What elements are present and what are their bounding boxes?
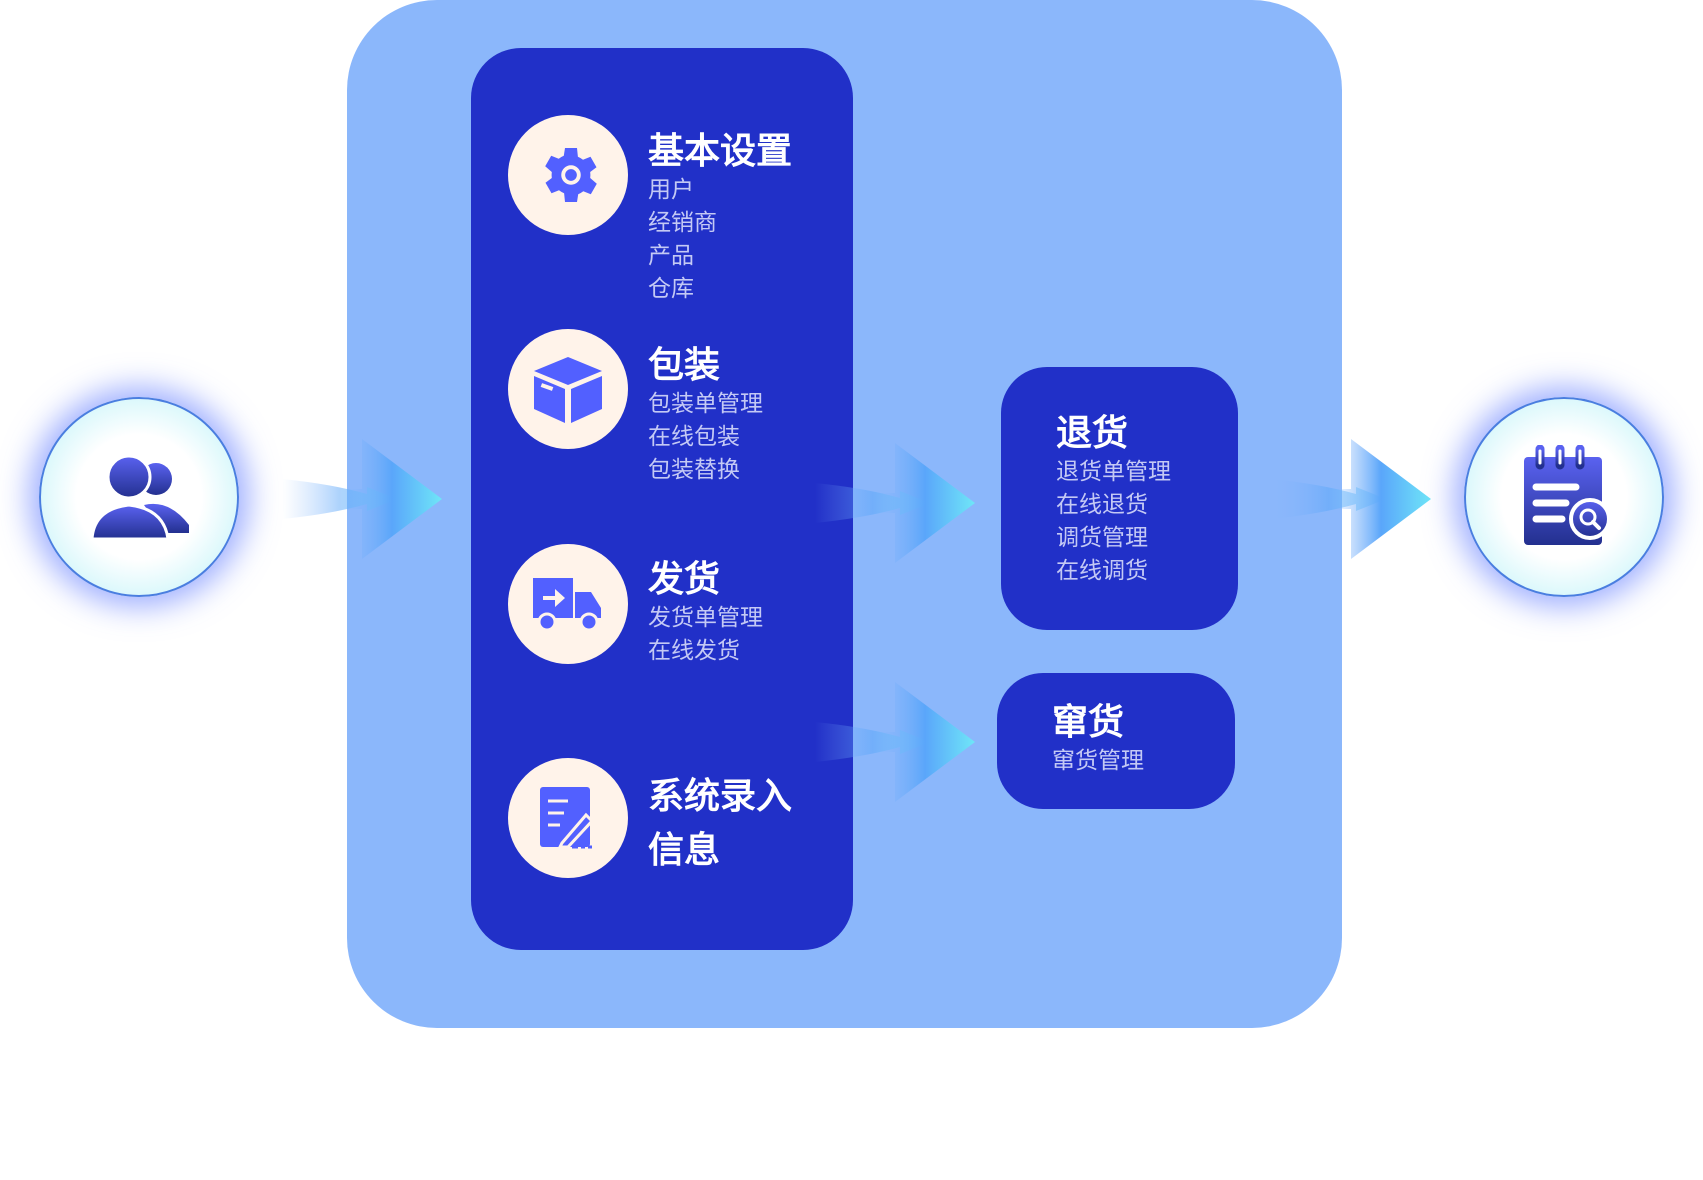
box-icon — [534, 357, 602, 423]
flow-arrow-2 — [815, 443, 975, 563]
module-packaging: 包装 包装单管理 在线包装 包装替换 — [648, 344, 763, 487]
module-item: 经销商 — [648, 210, 717, 236]
returns-box: 退货 退货单管理 在线退货 调货管理 在线调货 — [1001, 367, 1238, 630]
returns-item: 退货单管理 — [1056, 459, 1171, 485]
flow-arrow-4 — [1271, 439, 1431, 559]
returns-title: 退货 — [1056, 413, 1129, 454]
returns-item: 在线退货 — [1056, 492, 1148, 518]
start-node — [39, 397, 239, 597]
module-title: 信息 — [648, 830, 721, 871]
module-title: 发货 — [648, 559, 721, 600]
diversion-title: 窜货 — [1052, 702, 1125, 743]
users-icon — [90, 454, 189, 541]
edit-document-icon — [540, 787, 595, 849]
module-item: 用户 — [648, 177, 694, 203]
truck-icon — [533, 578, 601, 632]
module-title: 包装 — [648, 345, 721, 386]
module-item: 在线发货 — [648, 638, 740, 664]
report-search-icon — [1524, 445, 1611, 545]
module-item: 仓库 — [648, 276, 694, 302]
module-icon-circle — [508, 758, 628, 878]
module-title: 系统录入 — [648, 776, 793, 817]
module-icon-circle — [508, 115, 628, 235]
flow-arrow-3 — [815, 682, 975, 802]
module-icon-circle — [508, 329, 628, 449]
module-item: 发货单管理 — [648, 605, 763, 631]
module-item: 产品 — [648, 243, 694, 269]
module-item: 包装单管理 — [648, 391, 763, 417]
diversion-item: 窜货管理 — [1052, 748, 1144, 774]
diversion-box: 窜货 窜货管理 — [997, 673, 1235, 809]
gear-icon — [545, 148, 597, 202]
flow-arrow-1 — [282, 439, 442, 559]
module-item: 在线包装 — [648, 424, 740, 450]
module-item: 包装替换 — [648, 457, 740, 483]
end-node — [1464, 397, 1664, 597]
module-title: 基本设置 — [648, 131, 793, 172]
returns-item: 在线调货 — [1056, 558, 1148, 584]
returns-item: 调货管理 — [1056, 525, 1148, 551]
module-icon-circle — [508, 544, 628, 664]
module-basic-settings: 基本设置 用户 经销商 产品 仓库 — [648, 130, 792, 306]
module-shipping: 发货 发货单管理 在线发货 — [648, 558, 763, 668]
module-system-entry: 系统录入 信息 — [648, 770, 792, 878]
